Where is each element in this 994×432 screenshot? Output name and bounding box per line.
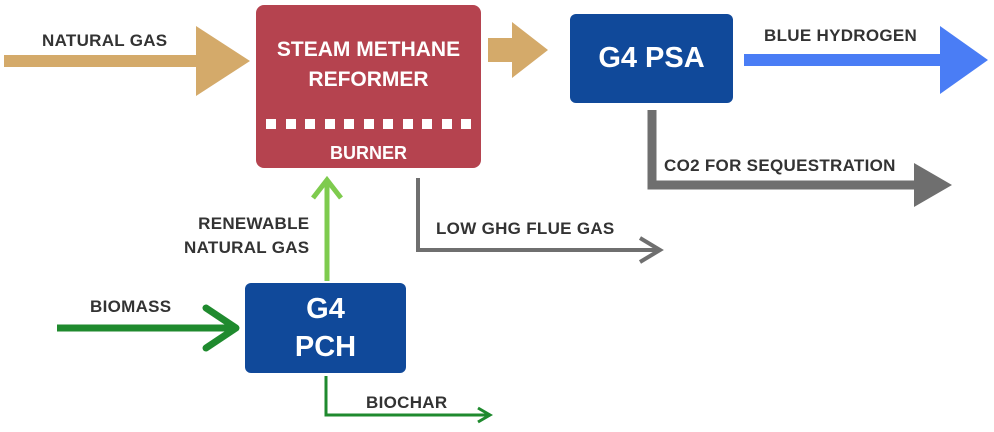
steam-methane-reformer-box: STEAM METHANE REFORMER BURNER bbox=[256, 5, 481, 168]
biomass-arrow bbox=[57, 304, 240, 352]
g4-pch-label-line1: G4 bbox=[306, 293, 345, 325]
burner-divider bbox=[266, 119, 471, 129]
biochar-arrow bbox=[324, 376, 493, 424]
low-ghg-flue-gas-arrow bbox=[416, 178, 664, 264]
biomass-label: BIOMASS bbox=[90, 297, 172, 316]
smr-to-psa-arrow bbox=[488, 22, 548, 78]
renewable-natural-gas-label-line1: RENEWABLE bbox=[198, 214, 310, 233]
renewable-natural-gas-label-line2: NATURAL GAS bbox=[184, 238, 310, 257]
blue-hydrogen-arrow bbox=[744, 26, 988, 94]
g4-pch-label-line2: PCH bbox=[294, 331, 357, 363]
co2-sequestration-arrow bbox=[647, 110, 952, 207]
smr-title-line1: STEAM METHANE bbox=[276, 38, 461, 61]
natural-gas-label: NATURAL GAS bbox=[42, 31, 168, 50]
renewable-natural-gas-arrow bbox=[311, 175, 343, 281]
biochar-label: BIOCHAR bbox=[366, 393, 448, 412]
natural-gas-arrow bbox=[4, 26, 250, 96]
smr-title-line2: REFORMER bbox=[308, 68, 429, 91]
renewable-natural-gas-label: RENEWABLE NATURAL GAS bbox=[184, 212, 309, 260]
g4-pch-box: G4 PCH bbox=[245, 283, 406, 373]
g4-psa-label: G4 PSA bbox=[598, 42, 705, 74]
g4-psa-box: G4 PSA bbox=[570, 14, 733, 103]
blue-hydrogen-label: BLUE HYDROGEN bbox=[764, 26, 918, 45]
smr-title: STEAM METHANE REFORMER bbox=[256, 35, 481, 95]
low-ghg-flue-gas-label: LOW GHG FLUE GAS bbox=[436, 219, 615, 238]
burner-label: BURNER bbox=[329, 143, 407, 163]
co2-sequestration-label: CO2 FOR SEQUESTRATION bbox=[664, 156, 896, 175]
